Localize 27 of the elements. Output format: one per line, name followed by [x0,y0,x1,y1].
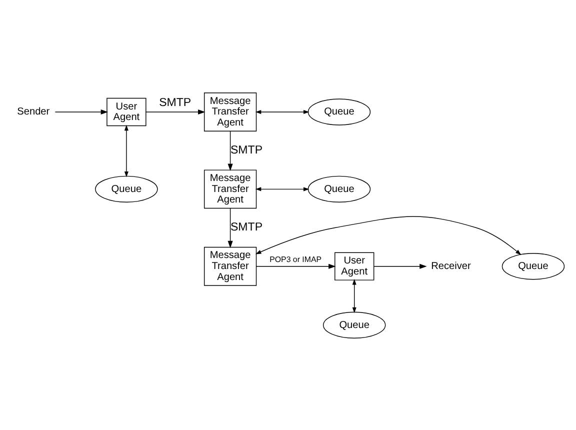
arrow [146,108,206,114]
arrow [54,108,108,114]
node-text: Receiver [431,260,471,272]
node-ellipse: Queue [308,98,371,125]
arrow [228,130,233,170]
node-ellipse: Queue [95,175,158,202]
node-ellipse: Queue [322,311,386,338]
edge-label: SMTP [230,221,263,233]
arrow [352,278,356,313]
node-text: Sender [17,106,50,118]
arrow [228,208,233,248]
arrow [124,124,128,177]
arrow [374,263,427,268]
edge-label: POP3 or IMAP [270,254,322,264]
arrow [255,216,522,254]
node-box: User Agent [334,252,374,280]
node-box: Message Transfer Agent [204,246,257,286]
node-box: User Agent [106,97,146,126]
edge-label: SMTP [159,96,192,109]
arrow [255,186,310,191]
node-ellipse: Queue [502,252,565,280]
edge-label: SMTP [230,144,263,156]
node-ellipse: Queue [308,175,371,202]
arrow [255,109,310,114]
node-box: Message Transfer Agent [204,92,257,131]
node-box: Message Transfer Agent [204,169,257,208]
arrow [256,263,336,268]
